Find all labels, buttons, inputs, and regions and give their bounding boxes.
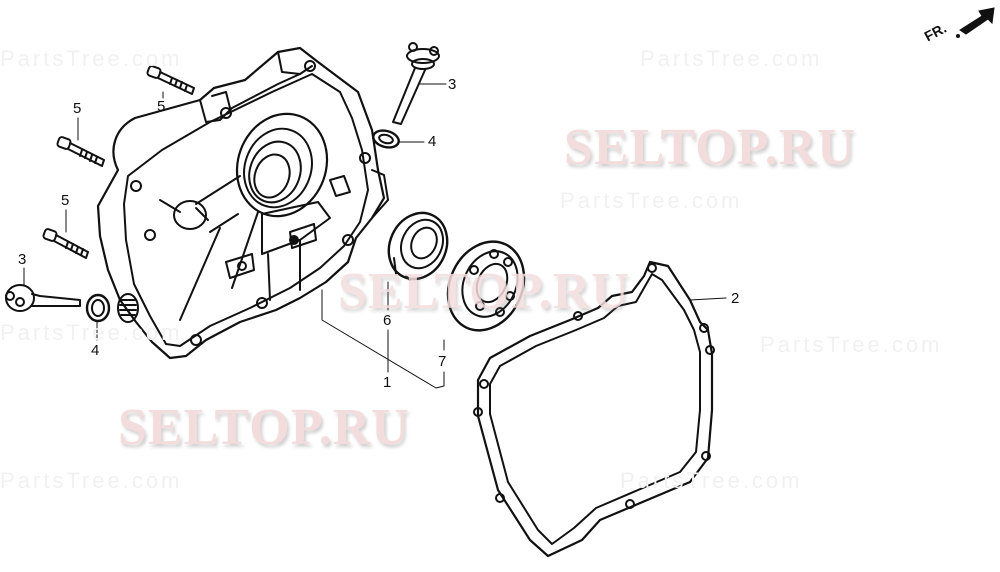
front-orientation-indicator: FR. <box>922 2 1000 52</box>
callout-5-low: 5 <box>61 192 70 209</box>
callout-4-left: 4 <box>91 342 100 359</box>
oil-drain-plug <box>5 284 81 312</box>
washer-left <box>85 293 111 323</box>
faint-watermark-row: PartsTree.com <box>0 46 183 71</box>
leader-lines <box>23 83 727 389</box>
faint-watermark-row: PartsTree.com <box>0 320 183 345</box>
faint-watermark-row: PartsTree.com <box>640 46 823 71</box>
ball-bearing <box>446 240 526 332</box>
faint-watermark-row: PartsTree.com <box>620 468 803 493</box>
flange-bolt-top <box>146 65 195 95</box>
drain-boss <box>117 293 139 323</box>
callout-1: 1 <box>383 374 392 391</box>
crankcase-gasket <box>473 260 715 558</box>
flange-bolt-mid <box>56 136 105 167</box>
oil-filler-cap-dipstick <box>392 42 440 125</box>
callout-7: 7 <box>438 353 447 370</box>
oil-seal <box>387 211 449 281</box>
faint-watermark-row: PartsTree.com <box>760 332 943 357</box>
flange-bolt-low <box>42 228 89 259</box>
front-direction-arrow-icon <box>956 7 995 38</box>
callout-6: 6 <box>383 312 392 329</box>
callout-3-left: 3 <box>18 251 27 268</box>
seltop-watermark-mid: SELTOP.RU <box>338 263 630 320</box>
faint-watermark-row: PartsTree.com <box>560 188 743 213</box>
callout-5-top: 5 <box>157 98 166 115</box>
crankcase-cover <box>96 46 389 360</box>
callout-3-top: 3 <box>448 76 457 93</box>
seltop-watermark-low: SELTOP.RU <box>118 399 410 456</box>
callout-2: 2 <box>731 290 740 307</box>
callout-4-top: 4 <box>428 133 437 150</box>
seltop-watermark-top: SELTOP.RU <box>564 119 856 176</box>
callout-5-mid: 5 <box>73 100 82 117</box>
faint-watermark-row: PartsTree.com <box>0 468 183 493</box>
washer-top <box>372 129 400 149</box>
